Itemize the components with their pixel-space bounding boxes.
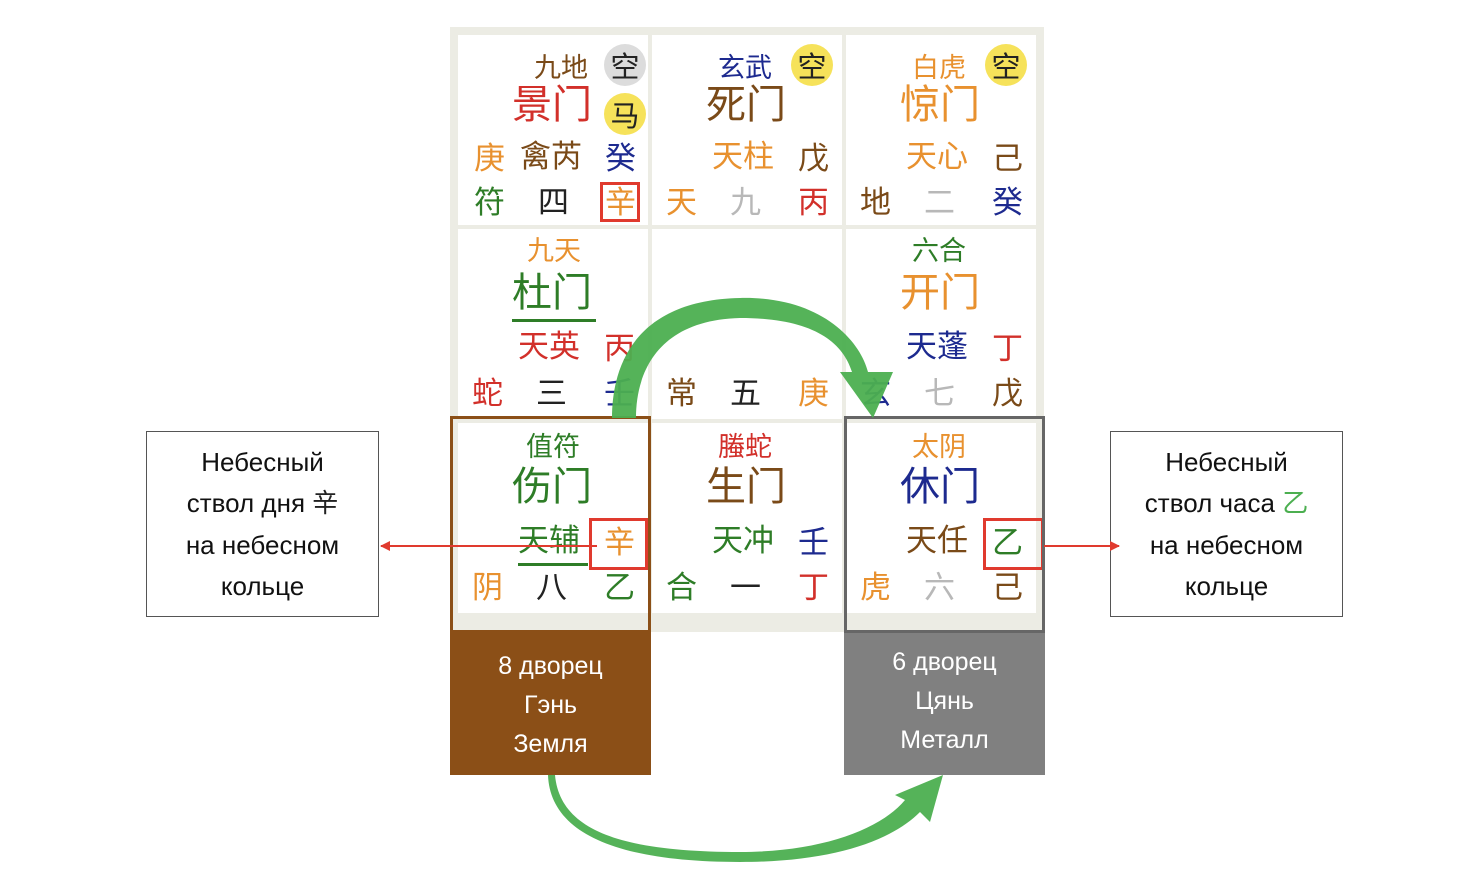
top-arc-arrow (612, 297, 893, 418)
bottom-right-stem: 乙 (604, 570, 635, 606)
door-label: 杜门 (512, 270, 592, 316)
right-stem: 辛 (604, 525, 635, 561)
palace-number: 五 (730, 376, 761, 412)
highlight-box (589, 518, 648, 570)
note-right-line3: на небесном (1149, 529, 1304, 560)
note-left-line3: на небесном (185, 529, 340, 560)
palace6-name: Цянь (915, 687, 974, 715)
door-label: 惊门 (900, 82, 980, 128)
right-stem: 壬 (798, 525, 829, 561)
door-label: 开门 (900, 270, 980, 316)
horse-badge: 马 (604, 93, 646, 135)
palace-number: 七 (924, 376, 955, 412)
bottom-right-stem: 辛 (605, 185, 636, 221)
spirit-label: 玄武 (718, 53, 772, 84)
cell-bottom-right: 太阴 休门 天任 乙 虎 六 己 (846, 423, 1044, 613)
spirit-label: 太阴 (912, 432, 966, 463)
palace6-element: Металл (900, 726, 989, 754)
note-right-line4: кольце (1184, 570, 1269, 601)
door-label: 休门 (900, 464, 980, 510)
note-right-line2: ствол часа 乙 (1144, 487, 1309, 519)
spirit-label: 九天 (527, 236, 581, 267)
bottom-left-char: 常 (666, 376, 697, 412)
door-label: 死门 (706, 82, 786, 128)
star-label: 天英 (518, 329, 580, 365)
bottom-right-stem: 己 (992, 570, 1023, 606)
cell-top-center: 玄武 空 死门 天柱 戊 天 九 丙 (652, 35, 842, 225)
spirit-label: 六合 (912, 236, 966, 267)
palace8-number: 8 дворец (498, 652, 603, 680)
bottom-arc-arrow (548, 775, 943, 862)
palace-number: 四 (538, 185, 569, 221)
star-label: 禽芮 (520, 139, 582, 175)
palace-number: 二 (924, 185, 955, 221)
bottom-left-char: 地 (860, 185, 891, 221)
empty-badge: 空 (604, 44, 646, 86)
note-left-line2: ствол дня 辛 (186, 487, 339, 519)
palace-number: 八 (536, 570, 567, 606)
door-label: 生门 (706, 464, 786, 510)
bottom-left-char: 蛇 (472, 376, 503, 412)
door-label: 伤门 (512, 464, 592, 510)
highlight-box (600, 182, 640, 222)
bottom-left-char: 合 (666, 570, 697, 606)
door-underline (512, 319, 596, 322)
right-stem: 乙 (992, 525, 1023, 561)
cell-top-right: 白虎 空 惊门 天心 己 地 二 癸 (846, 35, 1036, 225)
palace-number: 三 (536, 376, 567, 412)
bottom-right-stem: 戊 (992, 376, 1023, 412)
star-label: 天蓬 (906, 329, 968, 365)
right-stem: 丁 (992, 331, 1023, 367)
note-day-stem: Небесный ствол дня 辛 на небесном кольце (146, 431, 379, 617)
note-right-glyph: 乙 (1282, 488, 1309, 519)
palace8-element: Земля (513, 730, 588, 758)
note-hour-stem: Небесный ствол часа 乙 на небесном кольце (1110, 431, 1343, 617)
bottom-left-char: 虎 (860, 570, 891, 606)
cell-bottom-center: 螣蛇 生门 天冲 壬 合 一 丁 (652, 423, 842, 613)
star-label: 天柱 (712, 139, 774, 175)
bottom-right-stem: 丁 (798, 570, 829, 606)
qimen-grid: 九地 空 景门 马 庚 禽芮 癸 符 四 辛 玄武 空 死门 天柱 戊 天 九 … (450, 27, 1044, 632)
spirit-label: 九地 (534, 53, 588, 84)
palace8-box: 8 дворец Гэнь Земля (450, 633, 651, 775)
bottom-left-char: 阴 (472, 570, 503, 606)
empty-badge: 空 (791, 44, 833, 86)
bottom-right-stem: 癸 (992, 185, 1023, 221)
note-left-line4: кольце (220, 570, 305, 601)
right-stem: 戊 (798, 141, 829, 177)
note-left-line1: Небесный (201, 446, 324, 477)
star-label: 天辅 (518, 523, 580, 559)
palace8-name: Гэнь (523, 691, 578, 719)
right-stem: 己 (992, 141, 1023, 177)
left-stem: 庚 (474, 141, 505, 177)
star-underline (518, 563, 588, 566)
note-right-line1: Небесный (1165, 446, 1288, 477)
palace-number: 六 (924, 570, 955, 606)
palace-number: 九 (730, 185, 761, 221)
empty-badge: 空 (985, 44, 1027, 86)
bottom-right-stem: 丙 (798, 185, 829, 221)
spirit-label: 螣蛇 (718, 432, 772, 463)
note-left-glyph: 辛 (312, 488, 339, 519)
palace-number: 一 (730, 570, 761, 606)
right-stem: 癸 (605, 141, 636, 177)
star-label: 天任 (906, 523, 968, 559)
star-label: 天心 (906, 139, 968, 175)
palace6-box: 6 дворец Цянь Металл (844, 633, 1045, 775)
door-label: 景门 (512, 82, 592, 128)
bottom-left-char: 天 (666, 185, 697, 221)
spirit-label: 白虎 (912, 53, 966, 84)
cell-bottom-left: 值符 伤门 天辅 辛 阴 八 乙 (458, 423, 648, 613)
bottom-left-char: 符 (474, 185, 505, 221)
star-label: 天冲 (712, 523, 774, 559)
spirit-label: 值符 (526, 432, 580, 463)
palace6-number: 6 дворец (892, 648, 997, 676)
cell-top-left: 九地 空 景门 马 庚 禽芮 癸 符 四 辛 (458, 35, 648, 225)
bottom-right-stem: 庚 (798, 376, 829, 412)
